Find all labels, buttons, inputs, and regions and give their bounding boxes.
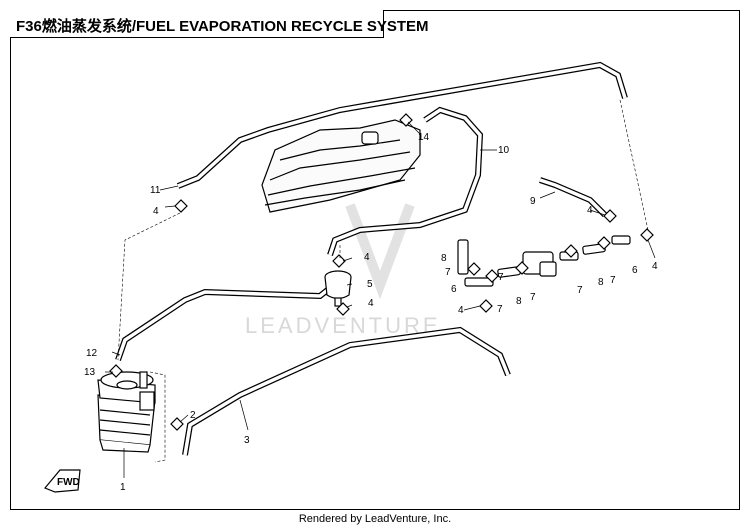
clamp-4e <box>640 228 654 242</box>
callout-4e: 4 <box>652 261 658 272</box>
callout-11: 11 <box>150 185 161 196</box>
callout-4d: 4 <box>458 305 464 316</box>
callout-4a: 4 <box>153 206 159 217</box>
callout-3: 3 <box>244 435 250 446</box>
footer-credit: Rendered by LeadVenture, Inc. <box>298 513 452 525</box>
callout-7b: 7 <box>497 304 503 315</box>
clamp-4c <box>336 302 350 316</box>
valve-assembly <box>457 235 631 287</box>
callout-1: 1 <box>120 482 126 493</box>
callout-4f: 4 <box>587 205 593 216</box>
svg-text:FWD: FWD <box>57 477 80 488</box>
callout-4b: 4 <box>364 252 370 263</box>
callout-10: 10 <box>498 145 510 156</box>
callout-4c: 4 <box>368 298 374 309</box>
clamp-4b <box>332 254 346 268</box>
callout-9: 9 <box>530 196 536 207</box>
hose-clamps <box>109 113 654 431</box>
callout-2: 2 <box>190 410 196 421</box>
callout-7e: 7 <box>610 275 616 286</box>
clamp-7a <box>467 262 481 276</box>
callout-5: 5 <box>367 279 373 290</box>
leader-lines <box>105 121 656 478</box>
clamp-7c <box>515 261 529 275</box>
page-title: F36燃油蒸发系统/FUEL EVAPORATION RECYCLE SYSTE… <box>16 18 429 35</box>
clamp-7f <box>603 209 617 223</box>
watermark-text: LEADVENTURE <box>245 313 441 338</box>
callout-8b: 8 <box>516 296 522 307</box>
clamp-7d <box>564 244 578 258</box>
fuel-tank <box>261 119 421 213</box>
clamp-7b <box>485 269 499 283</box>
callout-12: 12 <box>86 348 98 359</box>
callout-6a: 6 <box>451 284 457 295</box>
callout-7c: 7 <box>530 292 536 303</box>
clamp-2 <box>170 417 184 431</box>
fuel-filter <box>324 270 352 307</box>
clamp-7e <box>597 236 611 250</box>
hose-12 <box>115 285 332 361</box>
clamp-4a <box>174 199 188 213</box>
clamp-13 <box>109 364 123 378</box>
hose-10 <box>327 106 484 256</box>
callout-7f: 7 <box>498 272 504 283</box>
callout-labels: 1 2 3 4 4 4 4 4 4 5 6 6 7 7 7 7 7 7 8 8 … <box>84 132 658 493</box>
hose-11 <box>176 61 628 189</box>
dashed-guides <box>117 99 649 463</box>
callout-13: 13 <box>84 367 96 378</box>
callout-6b: 6 <box>632 265 638 276</box>
callout-14: 14 <box>418 132 430 143</box>
callout-8a: 8 <box>441 253 447 264</box>
charcoal-canister <box>97 371 156 453</box>
callout-7a: 7 <box>445 267 451 278</box>
hose-3 <box>182 326 511 456</box>
fwd-arrow: FWD <box>44 469 81 493</box>
hose-9 <box>539 177 608 218</box>
callout-8c: 8 <box>598 277 604 288</box>
callout-7d: 7 <box>577 285 583 296</box>
clamp-4d <box>479 299 493 313</box>
title-box: F36燃油蒸发系统/FUEL EVAPORATION RECYCLE SYSTE… <box>10 10 429 38</box>
